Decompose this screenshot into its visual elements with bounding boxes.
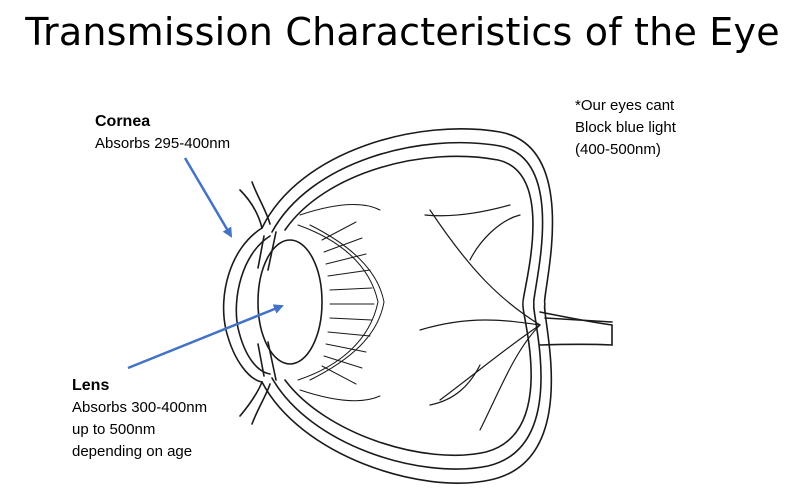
sclera-outer	[262, 129, 553, 483]
optic-nerve	[540, 312, 612, 345]
cornea-arrow	[185, 158, 231, 236]
cornea	[224, 228, 262, 382]
lower-conjunctiva	[240, 382, 262, 416]
retinal-vessels	[420, 205, 540, 430]
lens-arrow	[128, 306, 282, 368]
ciliary-body	[298, 205, 384, 401]
iris	[258, 236, 264, 376]
sclera-inner	[272, 143, 543, 469]
lens	[258, 240, 322, 364]
